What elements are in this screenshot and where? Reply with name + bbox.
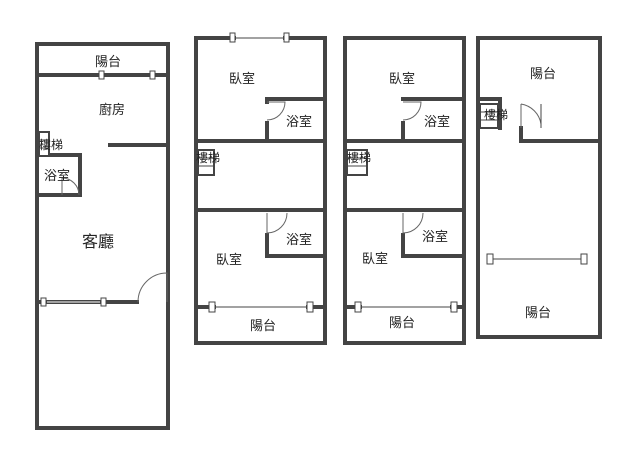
floor-2-bath-top-label: 浴室 bbox=[286, 114, 312, 130]
floor-3-bedroom-bottom-label: 臥室 bbox=[362, 251, 388, 267]
floor-1-bath-door-icon bbox=[61, 177, 80, 196]
floor-4-balcony-bottom-label: 陽台 bbox=[525, 306, 551, 321]
floor-1: 陽台 廚房 樓梯 浴室 客廳 bbox=[35, 42, 170, 430]
floor-2: 臥室 浴室 樓梯 浴室 臥室 陽台 bbox=[194, 32, 327, 345]
floor-3-bath-bottom-label: 浴室 bbox=[422, 229, 448, 245]
floor-3-bedroom-top-label: 臥室 bbox=[389, 71, 415, 87]
floor-2-balcony-label: 陽台 bbox=[250, 319, 276, 334]
floor-4-balcony-top-label: 陽台 bbox=[530, 67, 556, 82]
floor-1-stairs-label: 樓梯 bbox=[39, 137, 63, 152]
floor-3-outer-wall bbox=[343, 36, 466, 345]
floor-3: 臥室 浴室 樓梯 浴室 臥室 陽台 bbox=[343, 36, 466, 345]
floor-3-bath-bottom-door-icon bbox=[402, 212, 424, 234]
floor-2-bath-bottom-label: 浴室 bbox=[286, 232, 312, 248]
floor-2-bedroom-bottom-label: 臥室 bbox=[216, 252, 242, 268]
floor-1-stairs-icon bbox=[38, 131, 50, 157]
floor-4-door-icon bbox=[520, 103, 542, 128]
floor-1-entrance-door-icon bbox=[137, 272, 168, 303]
floor-1-balcony-label: 陽台 bbox=[95, 55, 121, 70]
floor-2-stairs-icon bbox=[197, 149, 215, 176]
floor-4-outer-wall bbox=[476, 36, 602, 339]
floor-3-balcony-label: 陽台 bbox=[389, 316, 415, 331]
floor-2-bath-bottom-door-icon bbox=[266, 212, 288, 234]
floor-1-bath-label: 浴室 bbox=[44, 168, 70, 184]
floor-3-bath-top-door-icon bbox=[402, 101, 422, 121]
floor-4: 陽台 樓梯 陽台 bbox=[476, 36, 602, 339]
floor-1-outer-wall bbox=[35, 42, 170, 430]
floor-3-stairs-label: 樓梯 bbox=[347, 150, 371, 165]
floor-1-living-label: 客廳 bbox=[82, 232, 114, 251]
floor-2-bedroom-top-label: 臥室 bbox=[229, 71, 255, 87]
floor-2-outer-wall bbox=[194, 36, 327, 345]
floor-3-bath-top-label: 浴室 bbox=[424, 114, 450, 130]
floor-2-stairs-label: 樓梯 bbox=[196, 150, 220, 165]
floor-4-stairs-label: 樓梯 bbox=[484, 107, 508, 122]
floor-2-bath-top-door-icon bbox=[266, 101, 286, 121]
floor-1-bath-wall bbox=[35, 153, 82, 197]
floor-4-stairs-icon bbox=[479, 103, 499, 129]
floor-3-stairs-icon bbox=[346, 149, 368, 176]
floor-1-kitchen-label: 廚房 bbox=[99, 102, 125, 118]
